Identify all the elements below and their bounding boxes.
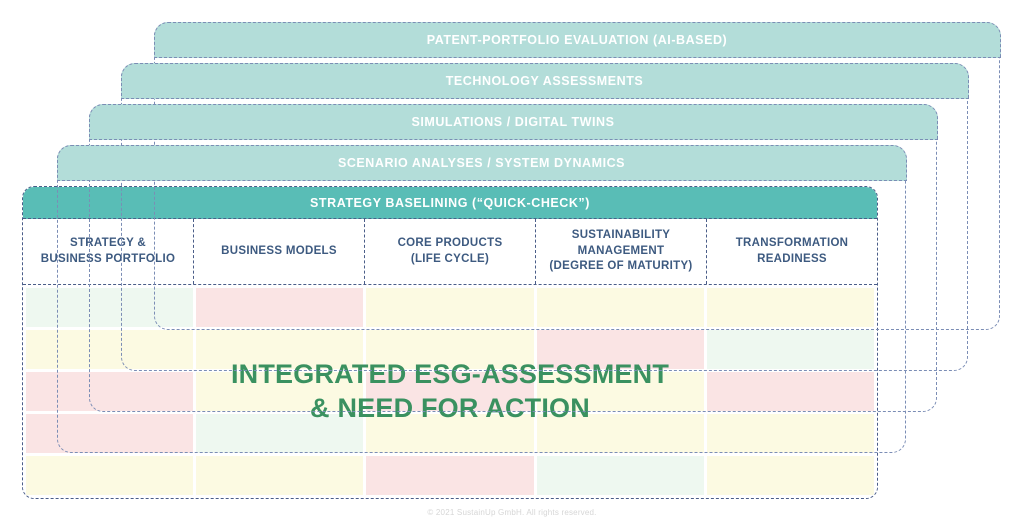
layer-banner-2[interactable]: TECHNOLOGY ASSESSMENTS [120, 62, 969, 99]
grid-cell[interactable] [536, 330, 704, 369]
grid-cell[interactable] [196, 456, 364, 495]
grid-cell[interactable] [196, 372, 364, 411]
grid-cell[interactable] [706, 414, 874, 453]
grid-cell[interactable] [196, 414, 364, 453]
layer-banner-1[interactable]: PATENT-PORTFOLIO EVALUATION (AI-BASED) [153, 21, 1001, 58]
grid-cell[interactable] [26, 414, 194, 453]
grid-cell[interactable] [366, 288, 534, 327]
grid-cell[interactable] [366, 414, 534, 453]
grid-cell[interactable] [366, 372, 534, 411]
grid-cell[interactable] [26, 330, 194, 369]
grid-cell[interactable] [536, 456, 704, 495]
strategy-baselining-banner[interactable]: STRATEGY BASELINING (“QUICK-CHECK”) [23, 187, 877, 219]
layer-banner-3[interactable]: SIMULATIONS / DIGITAL TWINS [88, 103, 938, 140]
footer-copyright: © 2021 SustainUp GmbH. All rights reserv… [427, 508, 597, 517]
column-header-3: CORE PRODUCTS(LIFE CYCLE) [365, 219, 536, 284]
grid-cell[interactable] [366, 330, 534, 369]
grid-cell[interactable] [366, 456, 534, 495]
grid-cell[interactable] [196, 330, 364, 369]
grid-cell[interactable] [706, 456, 874, 495]
layer-banner-4[interactable]: SCENARIO ANALYSES / SYSTEM DYNAMICS [56, 144, 907, 181]
grid-cell[interactable] [706, 288, 874, 327]
grid-cell[interactable] [536, 414, 704, 453]
column-header-1: STRATEGY &BUSINESS PORTFOLIO [23, 219, 194, 284]
grid-cell[interactable] [196, 288, 364, 327]
assessment-grid [23, 285, 877, 498]
grid-cell[interactable] [706, 330, 874, 369]
grid-cell[interactable] [706, 372, 874, 411]
grid-cell[interactable] [26, 372, 194, 411]
column-header-2: BUSINESS MODELS [194, 219, 365, 284]
grid-cell[interactable] [536, 288, 704, 327]
stacked-layer-4[interactable]: SCENARIO ANALYSES / SYSTEM DYNAMICS [56, 144, 907, 453]
grid-cell[interactable] [536, 372, 704, 411]
grid-cell[interactable] [26, 456, 194, 495]
stacked-layer-2[interactable]: TECHNOLOGY ASSESSMENTS [120, 62, 969, 371]
stacked-layer-3[interactable]: SIMULATIONS / DIGITAL TWINS [88, 103, 938, 412]
stacked-layer-1[interactable]: PATENT-PORTFOLIO EVALUATION (AI-BASED) [153, 21, 1001, 330]
